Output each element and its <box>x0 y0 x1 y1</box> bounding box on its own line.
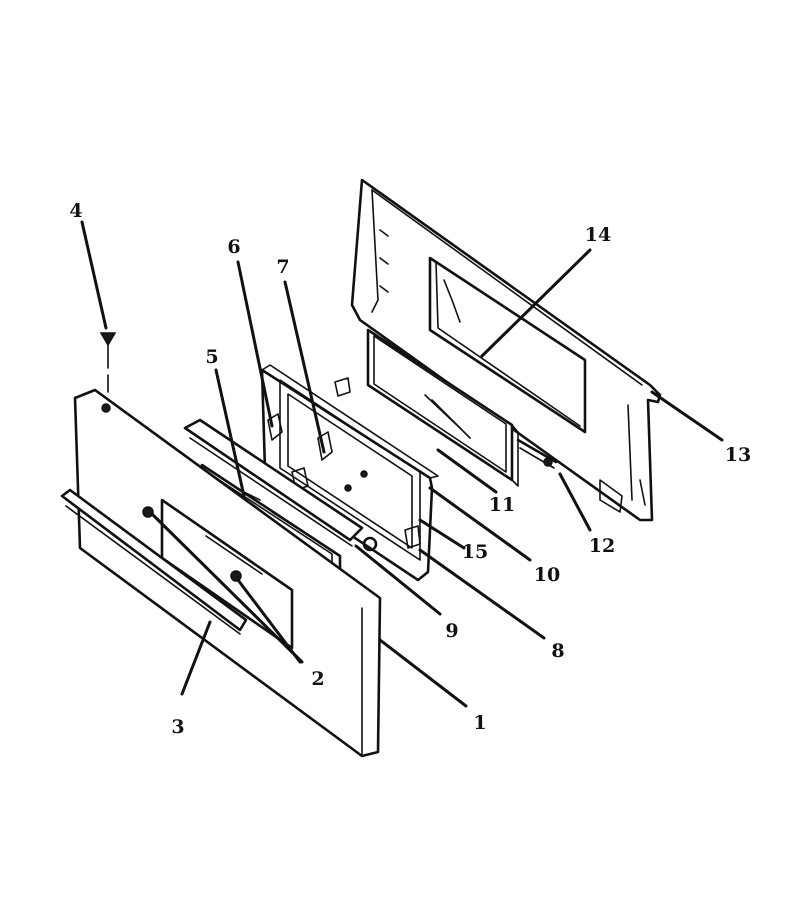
callout-5: 5 <box>205 346 218 368</box>
leader-6 <box>236 260 274 428</box>
callout-15: 15 <box>462 541 488 563</box>
part-3-door-handle <box>60 488 248 635</box>
callout-7: 7 <box>276 256 289 278</box>
callout-labels: 4 6 7 14 5 13 11 12 15 10 9 8 2 3 1 <box>69 200 751 738</box>
leader-14 <box>480 248 592 358</box>
leader-4 <box>80 220 108 330</box>
leader-13 <box>650 390 724 442</box>
callout-3: 3 <box>171 716 184 738</box>
callout-13: 13 <box>725 444 751 466</box>
callout-1: 1 <box>473 712 486 734</box>
callout-2: 2 <box>311 668 324 690</box>
callout-8: 8 <box>551 640 564 662</box>
leader-1 <box>378 638 468 708</box>
callout-9: 9 <box>445 620 458 642</box>
part-12-rod <box>516 438 558 469</box>
part-1-outer-door-panel <box>73 388 382 758</box>
leader-12 <box>558 472 592 532</box>
callout-10: 10 <box>534 564 560 586</box>
callout-14: 14 <box>585 224 611 246</box>
part-13-inner-door-liner <box>350 178 662 522</box>
callout-4: 4 <box>69 200 82 222</box>
callout-6: 6 <box>227 236 240 258</box>
leader-lines <box>80 220 724 708</box>
leader-3 <box>180 620 212 696</box>
callout-11: 11 <box>489 494 515 516</box>
leader-7 <box>283 280 326 454</box>
part-5-handle-rail <box>183 418 378 552</box>
leader-10 <box>428 486 532 562</box>
leader-15 <box>418 518 466 550</box>
leader-2a <box>150 512 304 664</box>
leader-9 <box>354 544 442 616</box>
part-4-screw <box>99 332 117 393</box>
callout-12: 12 <box>589 535 615 557</box>
leader-11 <box>436 448 498 494</box>
leader-2b <box>236 578 302 664</box>
leader-8 <box>418 548 546 640</box>
part-11-window-glass <box>366 328 519 487</box>
part-10-glass-frame <box>260 364 439 582</box>
leader-5 <box>214 368 246 498</box>
